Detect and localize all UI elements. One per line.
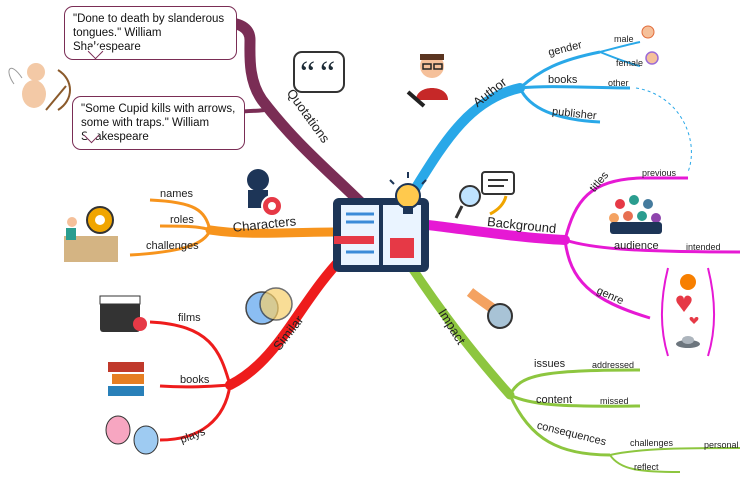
characters-roles-link bbox=[159, 224, 211, 232]
author-writer-icon bbox=[406, 54, 448, 108]
background-audience-link bbox=[564, 238, 741, 254]
impact-addressed-label: addressed bbox=[592, 360, 635, 370]
author-previous-dashed-link bbox=[635, 87, 692, 173]
impact-issues-label: issues bbox=[534, 358, 566, 370]
similar-branch bbox=[225, 250, 350, 390]
impact-consequences-link bbox=[508, 394, 611, 457]
research-presentation-icon bbox=[454, 171, 515, 219]
author-books-label: books bbox=[548, 74, 578, 86]
cupid-icon bbox=[8, 63, 71, 111]
author-publisher-link bbox=[518, 87, 601, 124]
background-previous-label: previous bbox=[642, 168, 677, 178]
impact-challenges-label: challenges bbox=[630, 438, 674, 448]
impact-branch bbox=[405, 260, 515, 400]
background-audience-label: audience bbox=[614, 240, 659, 252]
impact-challenges-link bbox=[609, 447, 741, 456]
book-lightbulb-icon bbox=[333, 172, 429, 272]
similar-plays-link bbox=[159, 384, 232, 442]
genre-bracket bbox=[661, 267, 669, 357]
impact-missed-label: missed bbox=[600, 396, 629, 406]
author-male-link bbox=[599, 41, 641, 53]
background-branch bbox=[423, 220, 570, 245]
venn-circles-icon bbox=[245, 287, 293, 325]
characters-challenges-label: challenges bbox=[146, 240, 199, 252]
characters-names-label: names bbox=[160, 188, 194, 200]
theatre-masks-icon bbox=[105, 415, 159, 455]
impact-content-link bbox=[509, 393, 641, 408]
comet-icon bbox=[466, 288, 513, 329]
author-other-label: other bbox=[608, 78, 629, 88]
impact-reflect-label: reflect bbox=[634, 462, 659, 472]
similar-books-label: books bbox=[180, 374, 210, 386]
heart-icon bbox=[676, 295, 692, 312]
superhero-shield-icon bbox=[247, 169, 283, 217]
author-gender-link bbox=[518, 50, 601, 90]
impact-content-label: content bbox=[536, 394, 573, 406]
pumpkin-icon bbox=[680, 274, 696, 290]
quote-bubble-2: "Some Cupid kills with arrows, some with… bbox=[72, 96, 245, 150]
similar-films-link bbox=[149, 320, 232, 386]
background-intended-label: intended bbox=[686, 242, 721, 252]
film-clapper-icon bbox=[99, 295, 147, 332]
characters-names-link bbox=[149, 198, 212, 231]
author-branch bbox=[400, 83, 525, 210]
impact-personal-label: personal bbox=[704, 440, 739, 450]
female-avatar-icon bbox=[645, 51, 659, 65]
audience-crowd-icon bbox=[609, 195, 662, 234]
impact-reflect-link bbox=[609, 454, 681, 473]
similar-films-label: films bbox=[178, 312, 201, 324]
impact-issues-link bbox=[508, 368, 641, 396]
author-books-link bbox=[519, 85, 631, 90]
author-male-label: male bbox=[614, 34, 634, 44]
books-stack-icon bbox=[108, 362, 144, 396]
background-titles-link bbox=[563, 176, 688, 241]
hearts-lips-icon bbox=[689, 317, 699, 324]
genre-bracket-right bbox=[707, 267, 715, 357]
ufo-icon bbox=[676, 336, 700, 348]
author-female-link bbox=[599, 51, 641, 67]
gear-climbing-icon bbox=[64, 206, 118, 262]
male-avatar-icon bbox=[641, 25, 655, 39]
similar-books-link bbox=[159, 383, 231, 389]
quotes-icon: “ “ bbox=[293, 51, 345, 93]
background-genre-link bbox=[563, 239, 651, 320]
characters-challenges-link bbox=[129, 229, 212, 257]
quotations-branch bbox=[214, 16, 384, 226]
svg-text:“: “ bbox=[300, 55, 315, 92]
svg-text:“: “ bbox=[320, 55, 335, 92]
author-female-label: female bbox=[616, 58, 644, 68]
characters-roles-label: roles bbox=[170, 214, 194, 226]
characters-branch bbox=[205, 225, 340, 238]
